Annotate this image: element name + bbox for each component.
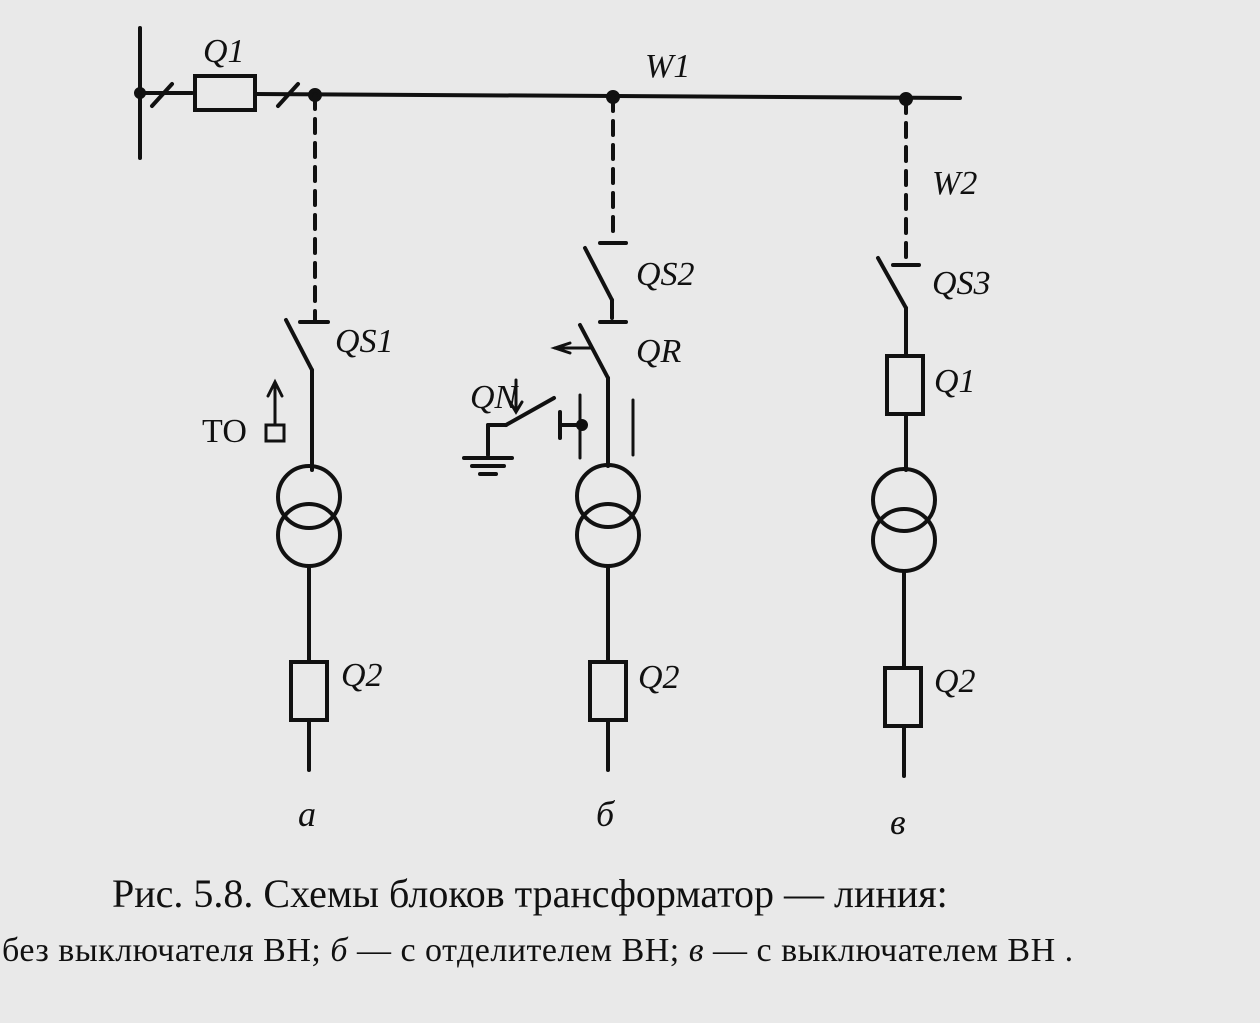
breaker-q2-c bbox=[883, 666, 923, 728]
caption-part: без выключателя ВН; bbox=[2, 932, 331, 969]
label-w1: W1 bbox=[645, 48, 690, 85]
label-qs2: QS2 bbox=[636, 256, 695, 293]
label-to: ТО bbox=[202, 413, 247, 450]
breaker-q1-c bbox=[885, 354, 925, 416]
label-w2: W2 bbox=[932, 165, 977, 202]
label-qr: QR bbox=[636, 333, 682, 370]
figure-caption-line1: Рис. 5.8. Схемы блоков трансформатор — л… bbox=[112, 871, 948, 916]
figure-caption-line2: без выключателя ВН; б — с отделителем ВН… bbox=[0, 932, 1260, 970]
panel-label-b: б bbox=[596, 794, 616, 834]
panel-label-c: в bbox=[890, 802, 906, 842]
to-device bbox=[264, 423, 286, 443]
caption-letter-b: б bbox=[330, 932, 348, 969]
label-q1-top: Q1 bbox=[203, 33, 245, 70]
caption-part: — с отделителем ВН; bbox=[347, 932, 689, 969]
junction-dot bbox=[134, 87, 146, 99]
label-qn: QN bbox=[470, 379, 520, 416]
breaker-q2-a bbox=[289, 660, 329, 722]
label-q2-a: Q2 bbox=[341, 657, 383, 694]
label-q1-c: Q1 bbox=[934, 363, 976, 400]
column-a bbox=[264, 93, 342, 772]
breaker-q1-top bbox=[193, 74, 257, 112]
caption-letter-c: в bbox=[688, 932, 705, 969]
column-b bbox=[462, 95, 641, 772]
slash-mark bbox=[150, 82, 174, 108]
label-qs3: QS3 bbox=[932, 265, 991, 302]
caption-part: — с выключателем ВН . bbox=[704, 932, 1074, 969]
panel-label-a: а bbox=[298, 794, 316, 834]
label-qs1: QS1 bbox=[335, 323, 394, 360]
column-c bbox=[871, 97, 937, 778]
label-q2-c: Q2 bbox=[934, 663, 976, 700]
label-q2-b: Q2 bbox=[638, 659, 680, 696]
circuit-diagram: Q1 W1 W2 QS1 QS2 QS3 QR QN ТО Q1 Q2 Q2 Q… bbox=[134, 26, 991, 842]
breaker-q2-b bbox=[588, 660, 628, 722]
slash-mark bbox=[276, 82, 300, 108]
